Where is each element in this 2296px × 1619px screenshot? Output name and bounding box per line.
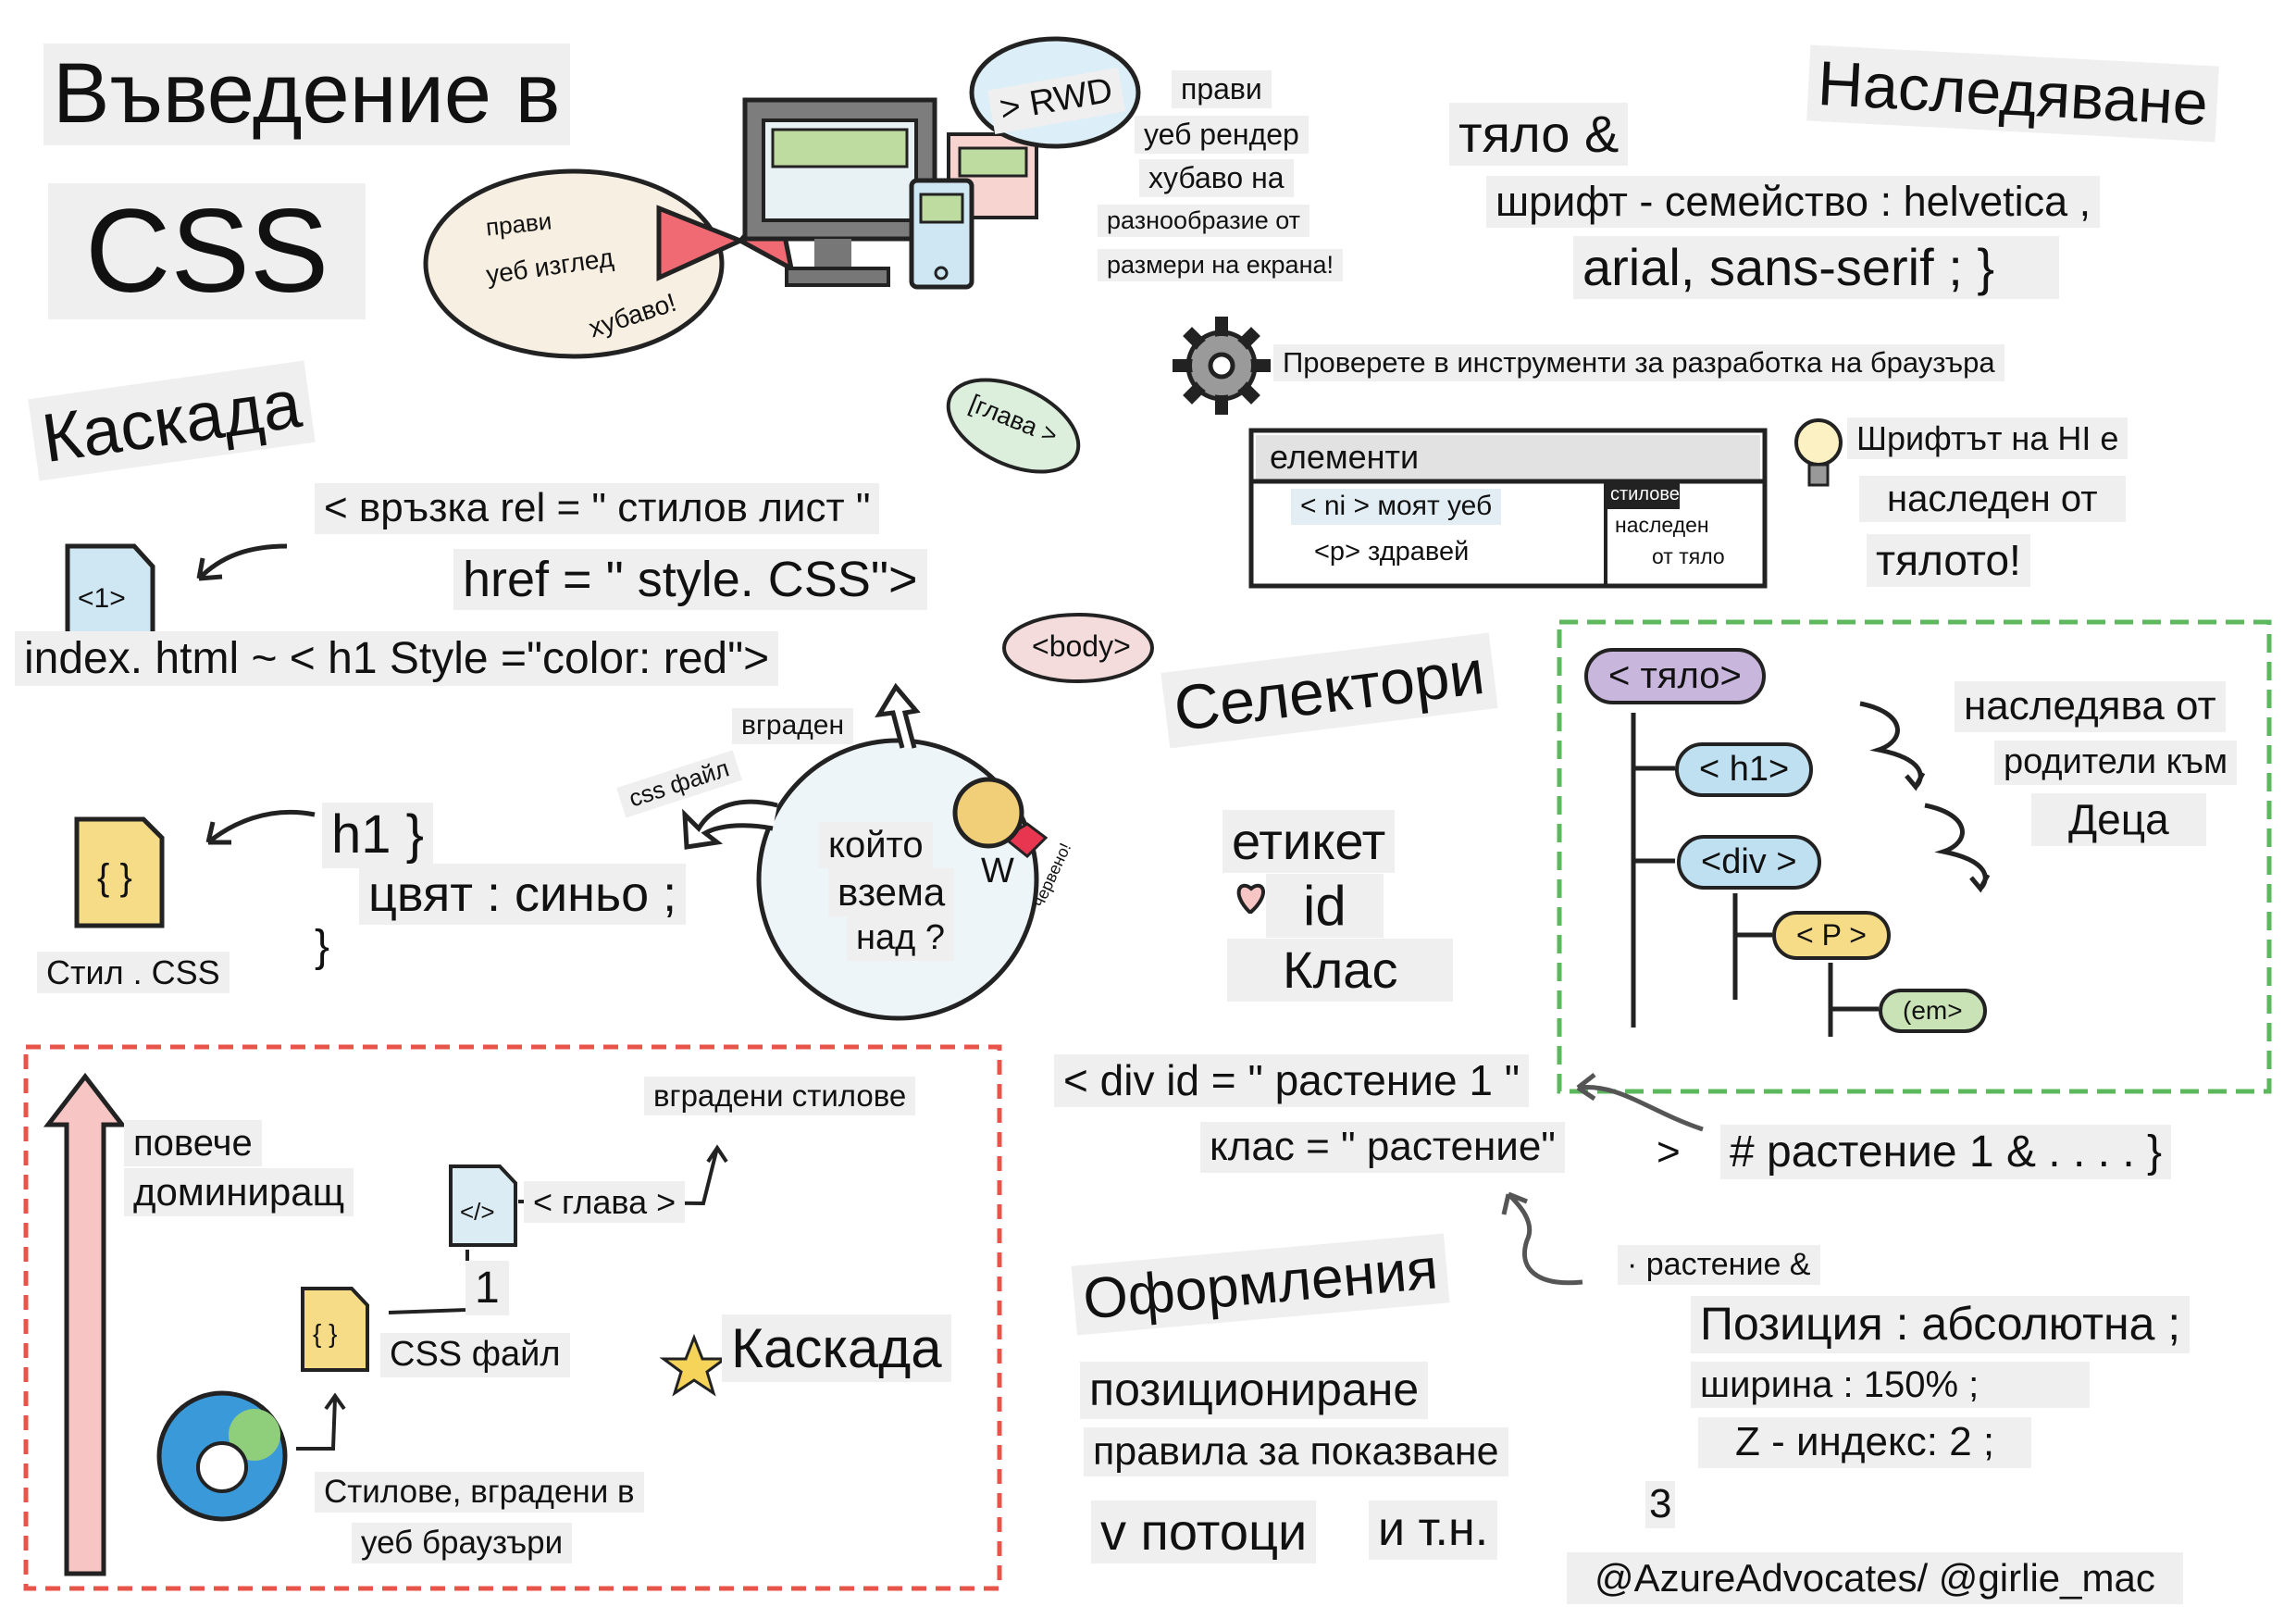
cascade-link-2: href = " style. CSS"> <box>453 549 927 611</box>
layout-item-4: и т.н. <box>1369 1501 1498 1560</box>
thought-cloud <box>423 168 725 359</box>
title-line-1: Въведение в <box>43 44 570 145</box>
code-glyph: </> <box>460 1198 495 1226</box>
class-rule: · растение & <box>1618 1245 1820 1286</box>
gear-icon <box>1173 317 1271 415</box>
inheritance-code-2: шрифт - семейство : helvetica , <box>1486 176 2101 228</box>
cascade-inline: index. html ~ < h1 Style ="color: red"> <box>15 631 779 687</box>
prop-position: Позиция : абсолютна ; <box>1691 1296 2191 1353</box>
medal-icon <box>952 777 1049 859</box>
selector-tag: етикет <box>1222 810 1396 874</box>
light-bulb-icon <box>1794 418 1843 487</box>
selector-class: Клас <box>1227 939 1454 1003</box>
question-1: който <box>819 822 933 868</box>
cascade-link-1: < връзка rel = " стилов лист " <box>315 483 880 534</box>
id-rule: # растение 1 & . . . . } <box>1720 1125 2172 1180</box>
rule-closing: 3 <box>1645 1481 1676 1528</box>
rwd-desc-5: размери на екрана! <box>1098 249 1344 282</box>
tree-note-2: родители към <box>1994 741 2238 785</box>
star-icon <box>659 1333 729 1397</box>
css-rule-3: } <box>315 922 330 971</box>
edge-logo-icon <box>156 1390 288 1522</box>
devtools-line-1: < ni > моят уеб <box>1291 489 1502 525</box>
curved-arrow <box>205 809 316 845</box>
tree-note-1: наследява от <box>1955 681 2226 732</box>
tree-node-p: < P > <box>1772 911 1891 960</box>
question-2: взема <box>828 868 955 917</box>
monitor-icon <box>742 97 937 287</box>
curved-arrow <box>196 543 288 581</box>
html-close: > <box>1657 1129 1681 1175</box>
layout-item-2: правила за показване <box>1084 1427 1508 1477</box>
inheritance-code-1: тяло & <box>1449 103 1629 167</box>
css-file-name: Стил . CSS <box>37 952 230 994</box>
html-line-2: клас = " растение" <box>1200 1122 1565 1173</box>
head-bubble <box>946 378 1081 474</box>
html-file-icon <box>65 543 155 651</box>
css-file-priority: CSS файл <box>380 1333 570 1377</box>
prop-width: ширина : 150% ; <box>1691 1362 2091 1408</box>
css-file-icon <box>74 816 165 928</box>
more-dominant-1: повече <box>124 1120 262 1166</box>
priority-number: 1 <box>465 1261 509 1316</box>
css-rule-2: цвят : синьо ; <box>359 864 687 926</box>
winner-letter: W <box>981 852 1014 890</box>
devtools-styles-2: от тяло <box>1652 544 1725 568</box>
layout-item-1: позициониране <box>1080 1362 1429 1419</box>
devtools-styles-1: наследен <box>1615 513 1709 537</box>
braces-glyph: { } <box>97 857 132 898</box>
inheritance-note-3: тялото! <box>1867 534 2030 587</box>
prop-z-index: Z - индекс: 2 ; <box>1698 1417 2032 1468</box>
browser-styles-1: Стилове, вградени в <box>315 1472 644 1513</box>
devtools-styles-tab[interactable]: стилове <box>1610 484 1680 504</box>
braces-glyph-small: { } <box>313 1319 338 1348</box>
tree-node-body: < тяло> <box>1584 648 1766 704</box>
heart-icon <box>1236 883 1265 914</box>
inline-label: вграден <box>732 708 854 744</box>
tree-note-3: Деца <box>2031 793 2206 846</box>
cascade-label: Каскада <box>722 1314 951 1382</box>
priority-box <box>23 1044 1002 1591</box>
body-bubble-text: <body> <box>1032 629 1131 663</box>
rwd-desc-3: хубаво на <box>1139 159 1294 197</box>
tree-node-h1: < h1> <box>1675 742 1814 797</box>
rwd-desc-4: разнообразие от <box>1098 205 1310 238</box>
inline-styles-label: вградени стилове <box>644 1077 916 1115</box>
css-file-icon-small <box>301 1287 369 1372</box>
layout-item-3: v потоци <box>1091 1501 1317 1564</box>
html-file-label: <1> <box>78 583 126 614</box>
body-bubble <box>1002 613 1154 683</box>
devtools-tab-elements[interactable]: елементи <box>1270 438 1420 476</box>
head-label: < глава > <box>524 1181 686 1224</box>
phone-icon <box>909 178 974 290</box>
devtools-hint: Проверете в инструменти за разработка на… <box>1273 344 2004 381</box>
browser-styles-2: уеб браузъри <box>352 1523 573 1564</box>
inheritance-code-3: arial, sans-serif ; } <box>1573 236 2060 300</box>
title-line-2: CSS <box>48 183 366 320</box>
devtools-window <box>1248 428 1768 589</box>
rwd-desc-2: уеб рендер <box>1135 116 1309 154</box>
more-dominant-2: доминиращ <box>124 1168 354 1217</box>
up-arrow-icon <box>43 1072 128 1576</box>
html-line-1: < div id = " растение 1 " <box>1054 1054 1530 1107</box>
css-rule-1: h1 } <box>322 803 433 868</box>
tree-box <box>1557 619 2272 1094</box>
devtools-line-2: <p> здравей <box>1314 537 1470 567</box>
selector-id: id <box>1266 874 1384 938</box>
tree-node-div: <div > <box>1677 835 1821 890</box>
question-3: над ? <box>847 916 954 961</box>
rwd-desc-1: прави <box>1172 70 1272 108</box>
tree-lines <box>1631 701 1991 1037</box>
credit: @AzureAdvocates/ @girlie_mac <box>1567 1552 2183 1605</box>
inheritance-note-1: Шрифтът на HI е <box>1847 417 2128 460</box>
inheritance-note-2: наследен от <box>1859 476 2126 522</box>
tree-node-em: (em> <box>1879 989 1987 1033</box>
code-file-icon <box>449 1164 517 1247</box>
